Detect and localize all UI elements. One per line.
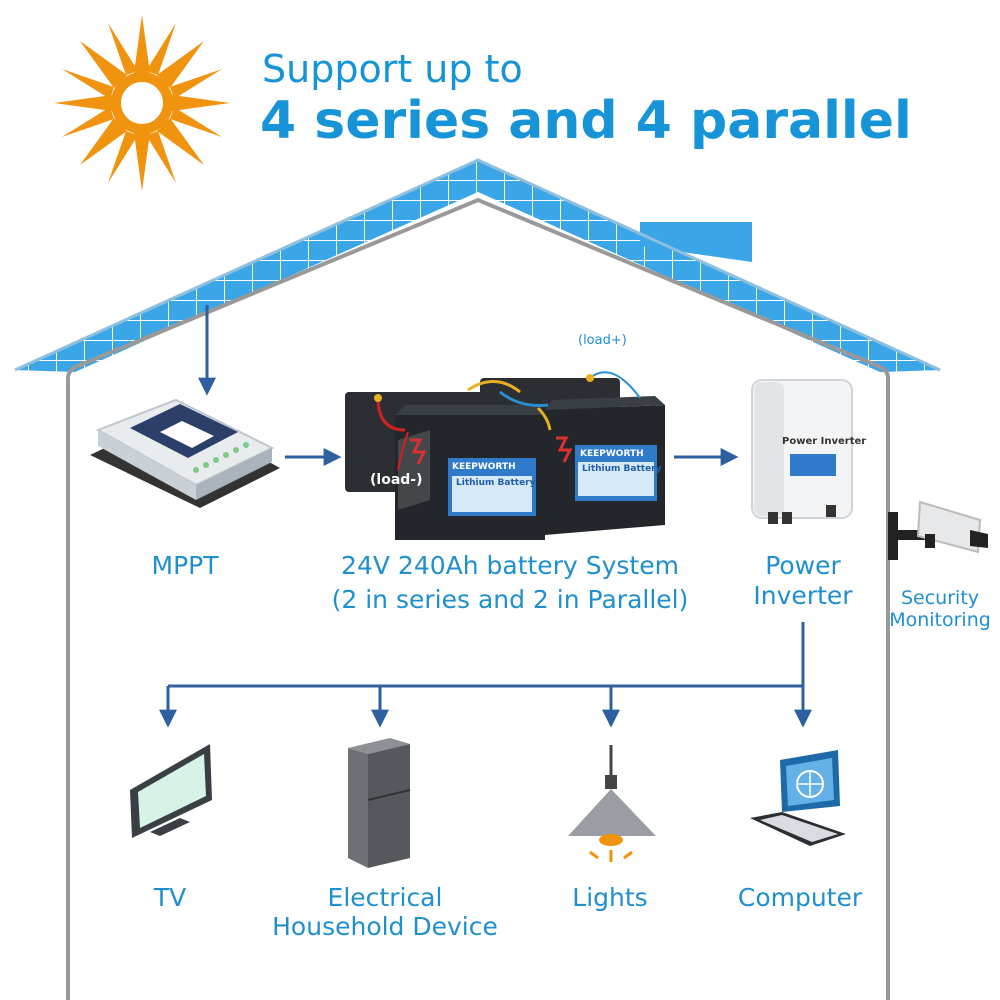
inverter-device-label: Power Inverter <box>782 436 867 447</box>
lights-label: Lights <box>572 883 648 912</box>
household-label-line-2: Household Device <box>272 912 498 941</box>
refrigerator-icon <box>348 738 411 868</box>
inverter-label-line-2: Inverter <box>753 581 853 610</box>
battery-brand-right: KEEPWORTH <box>580 449 644 459</box>
tv-icon <box>130 744 212 838</box>
security-camera-icon <box>888 500 988 560</box>
laptop-icon <box>750 750 846 846</box>
security-label-line-1: Security <box>900 587 980 609</box>
computer-label: Computer <box>737 883 863 912</box>
battery-type-right: Lithium Battery <box>582 464 662 474</box>
tv-label: TV <box>153 883 187 912</box>
inverter-label-line-1: Power <box>765 551 841 580</box>
house-outline <box>66 197 890 1000</box>
power-inverter-icon <box>751 379 853 524</box>
mppt-controller-icon <box>90 398 280 508</box>
battery-config-label: (2 in series and 2 in Parallel) <box>331 585 689 614</box>
distribution-lines <box>159 622 812 728</box>
security-label-line-2: Monitoring <box>889 609 991 631</box>
roof-solar-panels <box>14 158 941 372</box>
load-plus-label: (load+) <box>578 333 627 348</box>
household-label-line-1: Electrical <box>327 883 443 912</box>
battery-type-left: Lithium Battery <box>456 478 536 488</box>
battery-system-label: 24V 240Ah battery System <box>341 551 679 580</box>
lamp-icon <box>568 745 656 862</box>
battery-brand-left: KEEPWORTH <box>452 462 516 472</box>
load-minus-label: (load-) <box>370 472 423 488</box>
header-line-1: Support up to <box>262 47 523 91</box>
battery-bank-icon <box>345 371 665 540</box>
sun-icon <box>54 15 230 191</box>
header-line-2: 4 series and 4 parallel <box>260 91 912 151</box>
mppt-label: MPPT <box>151 551 219 580</box>
